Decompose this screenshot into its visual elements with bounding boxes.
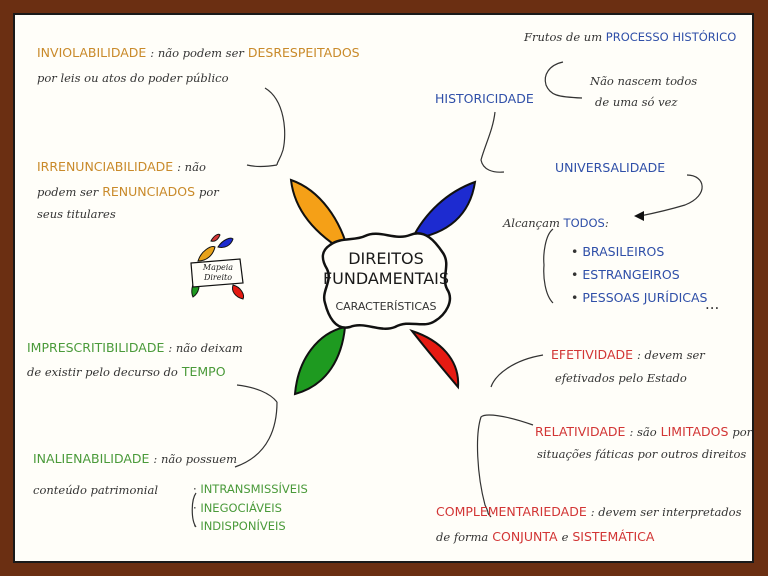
blue-petal (410, 180, 477, 241)
historicidade-fruits: Frutos de um PROCESSO HISTÓRICO (524, 30, 737, 44)
center-frame (321, 232, 452, 330)
universalidade-intro-prefix: Alcançam (503, 216, 560, 230)
connector-inviolabilidade (264, 87, 286, 166)
inviolabilidade-text: : não podem ser (150, 46, 244, 60)
universalidade-item-pessoas-label: PESSOAS JURÍDICAS (582, 290, 708, 305)
inalienabilidade-label: INALIENABILIDADE (33, 451, 150, 466)
inviolabilidade-highlight: DESRESPEITADOS (247, 45, 360, 60)
center-subtitle: CARACTERÍSTICAS (335, 300, 437, 313)
imprescritibilidade-line2: de existir pelo decurso do TEMPO (27, 364, 226, 379)
arrow-head (634, 211, 644, 221)
efetividade-line1: EFETIVIDADE : devem ser (551, 347, 705, 362)
universalidade-item-pessoas: • PESSOAS JURÍDICAS (571, 290, 708, 305)
complementariedade-line1: COMPLEMENTARIEDADE : devem ser interpret… (436, 504, 742, 519)
connector-universalidade-list (543, 228, 554, 304)
imprescritibilidade-highlight: TEMPO (181, 364, 226, 379)
inalienabilidade-line2: conteúdo patrimonial (33, 483, 159, 497)
orange-petal (289, 178, 351, 257)
relatividade-line2: situações fáticas por outros direitos (537, 447, 747, 461)
center-title-line1: DIREITOS (348, 249, 424, 268)
logo-line1: Mapeia (202, 263, 234, 272)
irrenunciabilidade-line1: IRRENUNCIABILIDADE : não (37, 159, 206, 174)
red-petal (409, 329, 460, 390)
inalienabilidade-item-indisponiveis: · INDISPONÍVEIS (193, 519, 286, 533)
inalienabilidade-item-indisponiveis-label: INDISPONÍVEIS (200, 519, 286, 533)
connector-inalienabilidade (234, 401, 278, 468)
irrenunciabilidade-line2: podem ser RENUNCIADOS por (37, 184, 219, 199)
logo (190, 233, 244, 300)
irrenunciabilidade-line3: seus titulares (37, 207, 116, 221)
efetividade-label: EFETIVIDADE (551, 347, 634, 362)
connector-imprescritibilidade (236, 384, 278, 403)
inalienabilidade-item-intransmissiveis-label: INTRANSMISSÍVEIS (200, 482, 308, 496)
complementariedade-conj: e (561, 530, 569, 544)
connector-inalienabilidade-list (191, 492, 197, 528)
relatividade-highlight: LIMITADOS (660, 424, 729, 439)
irrenunciabilidade-text: : não (177, 160, 206, 174)
universalidade-label: UNIVERSALIDADE (555, 160, 666, 175)
inviolabilidade-line1: INVIOLABILIDADE : não podem ser DESRESPE… (37, 45, 360, 60)
inalienabilidade-item-intransmissiveis: · INTRANSMISSÍVEIS (193, 482, 308, 496)
inalienabilidade-text: : não possuem (153, 452, 237, 466)
complementariedade-text: : devem ser interpretados (590, 505, 742, 519)
imprescritibilidade-line1: IMPRESCRITIBILIDADE : não deixam (27, 340, 243, 355)
universalidade-item-brasileiros: • BRASILEIROS (571, 244, 665, 259)
universalidade-item-brasileiros-label: BRASILEIROS (582, 244, 665, 259)
complementariedade-highlight1: CONJUNTA (492, 529, 558, 544)
historicidade-note-line2: de uma só vez (595, 95, 678, 109)
complementariedade-line2-prefix: de forma (436, 530, 489, 544)
mind-map-drawing (190, 61, 703, 528)
universalidade-intro: Alcançam TODOS: (503, 216, 609, 230)
historicidade-note-line1: Não nascem todos (590, 74, 698, 88)
inalienabilidade-item-inegociaveis: · INEGOCIÁVEIS (193, 501, 282, 515)
complementariedade-highlight2: SISTEMÁTICA (572, 529, 655, 544)
relatividade-line1: RELATIVIDADE : são LIMITADOS por (535, 424, 753, 439)
relatividade-label: RELATIVIDADE (535, 424, 626, 439)
connector-relatividade (476, 414, 534, 518)
universalidade-intro-highlight: TODOS (563, 216, 605, 230)
center-title-line2: FUNDAMENTAIS (322, 269, 450, 288)
relatividade-text2: por (732, 425, 753, 439)
inalienabilidade-line1: INALIENABILIDADE : não possuem (33, 451, 237, 466)
imprescritibilidade-text: : não deixam (168, 341, 243, 355)
universalidade-item-estrangeiros-label: ESTRANGEIROS (582, 267, 680, 282)
efetividade-text: : devem ser (637, 348, 705, 362)
imprescritibilidade-line2-prefix: de existir pelo decurso do (27, 365, 178, 379)
green-petal (293, 325, 347, 396)
universalidade-ellipsis: ... (705, 295, 720, 313)
relatividade-text1: : são (629, 425, 657, 439)
imprescritibilidade-label: IMPRESCRITIBILIDADE (27, 340, 165, 355)
complementariedade-label: COMPLEMENTARIEDADE (436, 504, 587, 519)
universalidade-item-estrangeiros: • ESTRANGEIROS (571, 267, 680, 282)
historicidade-fruits-highlight: PROCESSO HISTÓRICO (605, 30, 737, 44)
efetividade-line2: efetivados pelo Estado (555, 371, 687, 385)
complementariedade-line2: de forma CONJUNTA e SISTEMÁTICA (436, 529, 655, 544)
irrenunciabilidade-line2-prefix: podem ser (37, 185, 99, 199)
irrenunciabilidade-label: IRRENUNCIABILIDADE (37, 159, 174, 174)
irrenunciabilidade-highlight: RENUNCIADOS (102, 184, 196, 199)
historicidade-fruits-prefix: Frutos de um (524, 30, 603, 44)
connector-universalidade (639, 174, 703, 217)
connector-irrenunciabilidade (246, 164, 278, 168)
connector-historicidade (480, 111, 505, 173)
connector-frutos (544, 61, 583, 99)
mind-map-canvas: DIREITOS FUNDAMENTAIS CARACTERÍSTICAS Ma… (13, 13, 754, 563)
inviolabilidade-line2: por leis ou atos do poder público (37, 71, 229, 85)
historicidade-label: HISTORICIDADE (435, 91, 534, 106)
universalidade-intro-suffix: : (604, 216, 609, 230)
inalienabilidade-item-inegociaveis-label: INEGOCIÁVEIS (200, 501, 282, 515)
connector-efetividade (490, 354, 544, 388)
logo-line2: Direito (203, 273, 233, 282)
irrenunciabilidade-line2-suffix: por (199, 185, 219, 199)
inviolabilidade-label: INVIOLABILIDADE (37, 45, 147, 60)
